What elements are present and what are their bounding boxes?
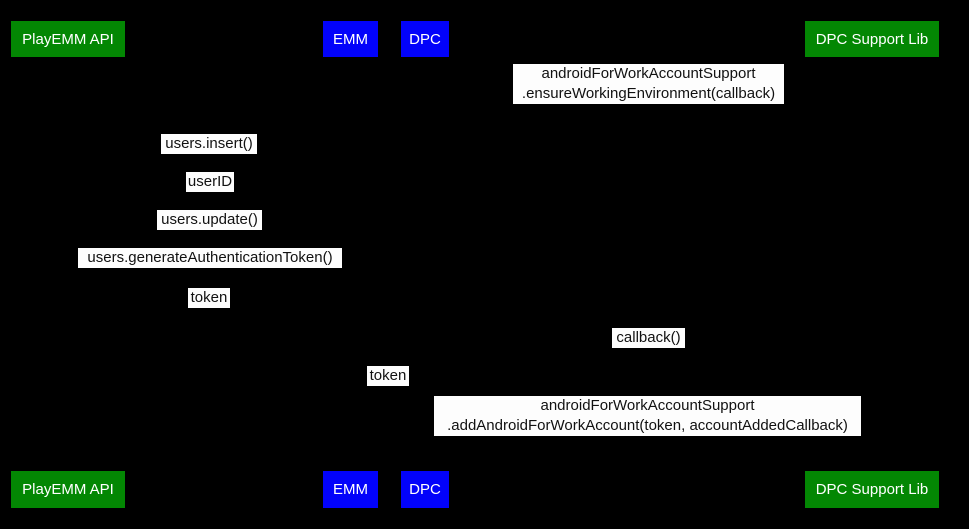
message-line: androidForWorkAccountSupport: [541, 65, 756, 82]
message-token-result: token: [188, 288, 230, 308]
message-token-passed: token: [367, 366, 409, 386]
actor-dpc-support-lib-bottom: DPC Support Lib: [805, 471, 939, 508]
message-ensure-working-environment: androidForWorkAccountSupport .ensureWork…: [513, 64, 784, 104]
message-add-android-for-work-account: androidForWorkAccountSupport .addAndroid…: [434, 396, 861, 436]
message-users-update: users.update(): [157, 210, 262, 230]
message-line: .addAndroidForWorkAccount(token, account…: [447, 417, 848, 434]
message-callback: callback(): [612, 328, 685, 348]
actor-playemm-api-top: PlayEMM API: [11, 21, 125, 57]
message-generate-authentication-token: users.generateAuthenticationToken(): [78, 248, 342, 268]
actor-dpc-bottom: DPC: [401, 471, 449, 508]
actor-emm-bottom: EMM: [323, 471, 378, 508]
message-line: .ensureWorkingEnvironment(callback): [521, 85, 776, 102]
actor-dpc-support-lib-top: DPC Support Lib: [805, 21, 939, 57]
actor-dpc-top: DPC: [401, 21, 449, 57]
message-user-id: userID: [186, 172, 234, 192]
actor-playemm-api-bottom: PlayEMM API: [11, 471, 125, 508]
message-users-insert: users.insert(): [161, 134, 257, 154]
actor-emm-top: EMM: [323, 21, 378, 57]
message-line: androidForWorkAccountSupport: [540, 397, 755, 414]
